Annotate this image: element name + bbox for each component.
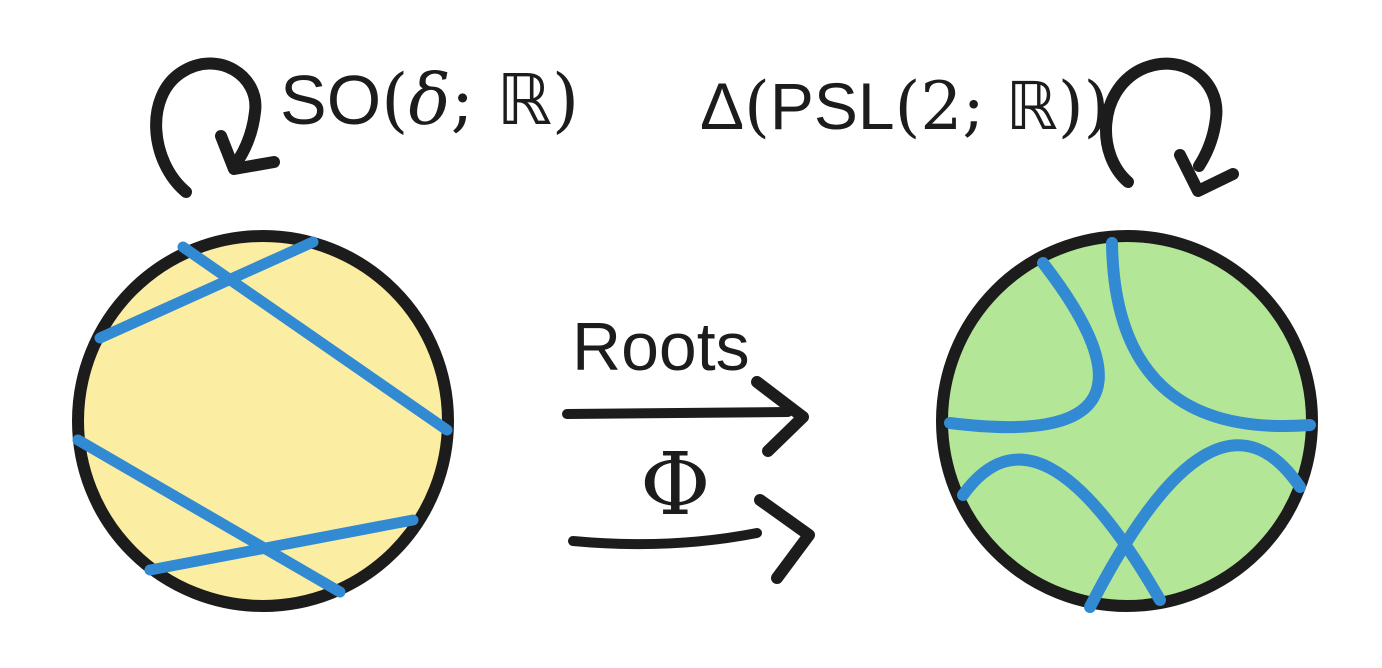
left-disk-chord bbox=[177, 241, 453, 436]
label-part: ( bbox=[744, 68, 770, 145]
arrow-shaft bbox=[562, 407, 793, 419]
label-part: ℝ bbox=[1005, 68, 1058, 145]
arrow-shaft bbox=[568, 528, 762, 550]
left-group-label: SO(δ; ℝ) bbox=[280, 61, 579, 139]
label-part: ; bbox=[450, 59, 497, 141]
label-part: ℝ bbox=[496, 59, 552, 141]
left-disk bbox=[72, 230, 454, 612]
left-disk-group bbox=[72, 230, 454, 612]
right-disk-geodesic bbox=[1106, 237, 1316, 432]
left-disk-chord bbox=[94, 236, 319, 344]
right-group-label: Δ(PSL(2; ℝ)) bbox=[700, 69, 1109, 143]
arrow-head bbox=[754, 494, 815, 584]
roots-map-label: Roots bbox=[572, 309, 750, 385]
self-loop-arrow-right-icon bbox=[1100, 57, 1239, 197]
self-loop-arrowhead bbox=[1174, 149, 1239, 197]
right-disk-geodesic bbox=[957, 453, 1166, 606]
self-loop-arrow-left-icon bbox=[150, 57, 280, 198]
label-part: ( bbox=[381, 59, 409, 141]
arrow-head bbox=[751, 376, 809, 457]
label-part: ) bbox=[551, 59, 580, 141]
label-part: )) bbox=[1057, 68, 1110, 145]
label-part: Δ bbox=[700, 69, 745, 143]
self-loop-arrowhead bbox=[215, 130, 280, 175]
label-part: SO bbox=[280, 61, 382, 139]
self-loop-curve bbox=[1100, 57, 1223, 188]
right-disk-geodesic bbox=[944, 257, 1105, 434]
left-disk-chord bbox=[72, 434, 346, 598]
phi-map-label: Φ bbox=[640, 435, 711, 535]
map-arrow-bottom-icon bbox=[568, 494, 815, 584]
right-disk-group bbox=[936, 230, 1318, 613]
label-part: δ bbox=[408, 59, 451, 141]
map-arrow-top-icon bbox=[562, 376, 809, 457]
label-part: 2; bbox=[920, 68, 1006, 145]
label-part: PSL bbox=[769, 69, 895, 143]
left-disk-chord bbox=[144, 514, 419, 576]
right-disk-geodesic bbox=[1084, 439, 1306, 613]
self-loop-curve bbox=[150, 57, 262, 198]
label-part: ( bbox=[894, 68, 921, 145]
